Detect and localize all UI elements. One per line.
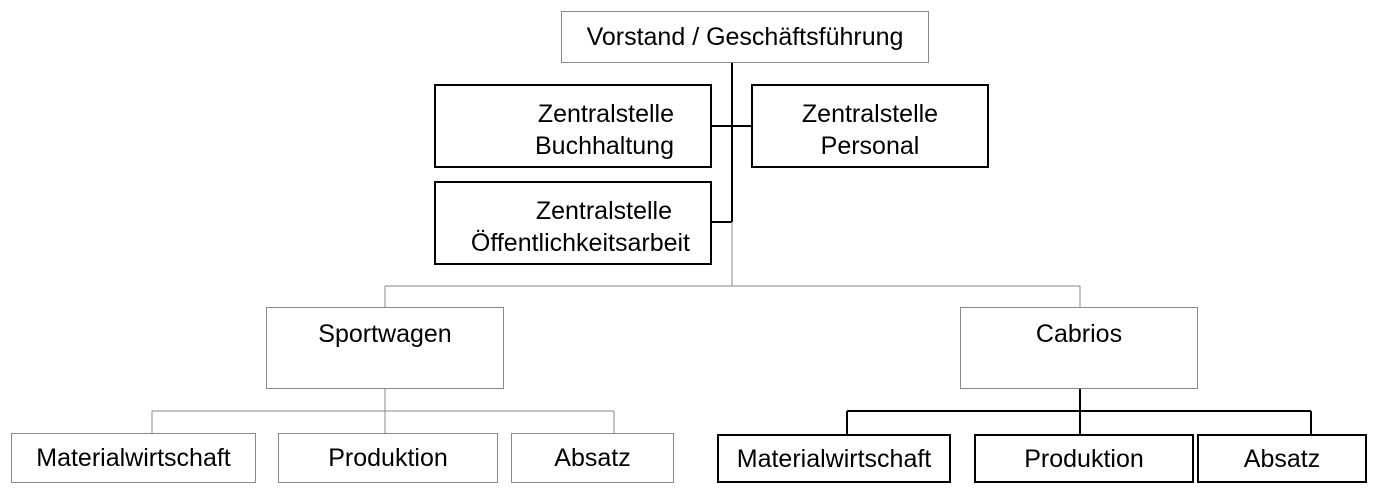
unit-label: Produktion xyxy=(1024,444,1144,473)
division-label: Sportwagen xyxy=(318,320,452,348)
staff-box-oeffentlichkeitsarbeit: Zentralstelle Öffentlichkeitsarbeit xyxy=(434,181,712,265)
division-label: Cabrios xyxy=(1035,320,1123,348)
unit-label: Absatz xyxy=(554,444,631,472)
unit-box-produktion: Produktion xyxy=(974,434,1194,483)
root-box: Vorstand / Geschäftsführung xyxy=(561,11,929,63)
unit-label: Produktion xyxy=(328,444,448,472)
staff-box-buchhaltung: Zentralstelle Buchhaltung xyxy=(434,84,712,168)
unit-box-absatz: Absatz xyxy=(1197,434,1367,483)
unit-label: Absatz xyxy=(1243,444,1321,473)
staff-label-line-1: Zentralstelle xyxy=(537,100,674,128)
unit-label: Materialwirtschaft xyxy=(36,444,231,472)
staff-label-line-2: Personal xyxy=(820,132,920,160)
root-label: Vorstand / Geschäftsführung xyxy=(586,23,904,51)
unit-box-materialwirtschaft: Materialwirtschaft xyxy=(11,433,256,483)
staff-label-line-2: Öffentlichkeitsarbeit xyxy=(470,229,690,257)
unit-box-materialwirtschaft: Materialwirtschaft xyxy=(717,434,951,483)
unit-box-absatz: Absatz xyxy=(511,433,674,483)
staff-label-line-1: Zentralstelle xyxy=(535,197,672,225)
staff-label-line-2: Buchhaltung xyxy=(534,132,674,160)
staff-box-personal: Zentralstelle Personal xyxy=(751,84,989,168)
unit-label: Materialwirtschaft xyxy=(736,444,932,473)
division-box-cabrios: Cabrios xyxy=(960,307,1198,389)
staff-label-line-1: Zentralstelle xyxy=(801,100,939,128)
unit-box-produktion: Produktion xyxy=(278,433,498,483)
division-box-sportwagen: Sportwagen xyxy=(266,307,504,389)
